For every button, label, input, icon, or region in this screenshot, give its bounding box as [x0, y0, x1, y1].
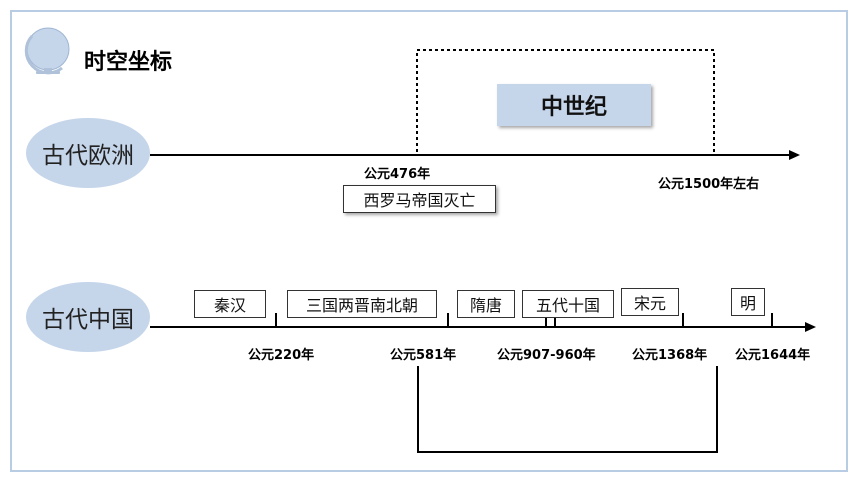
tick-960 — [554, 313, 556, 327]
medieval-bracket — [416, 49, 715, 152]
date-1368: 公元1368年 — [632, 348, 708, 363]
slide-title: 时空坐标 — [84, 50, 173, 75]
china-label: 古代中国 — [26, 282, 150, 352]
dynasty-box-suitang: 隋唐 — [457, 290, 515, 318]
tick-220 — [275, 313, 277, 327]
europe-axis-arrow — [789, 150, 800, 160]
dynasty-box-qinhan: 秦汉 — [194, 290, 266, 318]
date-581: 公元581年 — [390, 348, 457, 363]
date-476: 公元476年 — [364, 167, 431, 182]
slide-frame — [10, 10, 848, 472]
china-axis-arrow — [805, 322, 816, 332]
date-220: 公元220年 — [248, 348, 315, 363]
europe-axis — [150, 154, 790, 156]
tick-581 — [447, 313, 449, 327]
fall-of-western-rome-box: 西罗马帝国灭亡 — [343, 185, 496, 213]
globe-icon — [24, 27, 70, 75]
tick-1644 — [771, 313, 773, 327]
dynasty-box-ming: 明 — [731, 288, 765, 316]
sui-ming-bracket — [417, 366, 718, 453]
dynasty-box-sanguo: 三国两晋南北朝 — [287, 290, 437, 318]
europe-label: 古代欧洲 — [26, 118, 150, 188]
dynasty-box-wudai: 五代十国 — [522, 290, 614, 318]
date-1644: 公元1644年 — [735, 348, 811, 363]
date-907-960: 公元907-960年 — [497, 348, 596, 363]
dynasty-box-songyuan: 宋元 — [621, 288, 679, 316]
china-axis — [150, 326, 806, 328]
date-1500: 公元1500年左右 — [658, 177, 760, 192]
medieval-period-box: 中世纪 — [497, 84, 651, 126]
tick-907 — [545, 313, 547, 327]
tick-1368 — [682, 313, 684, 327]
